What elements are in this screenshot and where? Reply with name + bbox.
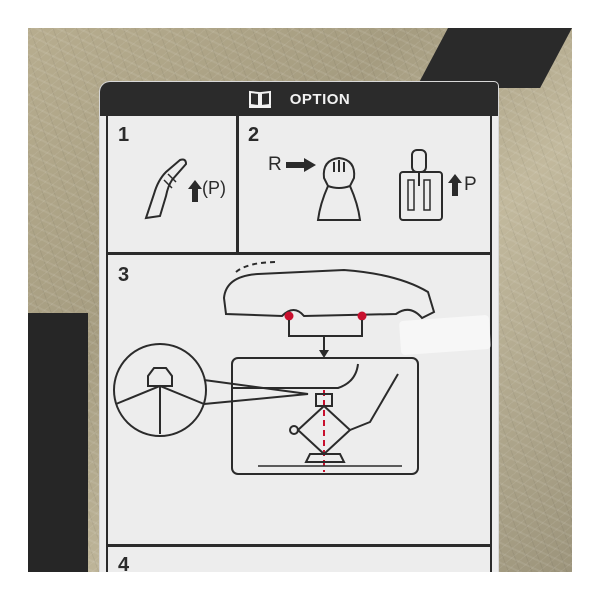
divider <box>108 544 490 547</box>
reverse-label: R <box>268 154 282 175</box>
label-grid: 1 (P) 2 R <box>106 116 492 572</box>
arrow-up-icon <box>448 174 462 196</box>
photo: OPTION 1 (P) 2 R <box>28 28 572 572</box>
divider <box>108 252 490 255</box>
park-label: P <box>464 174 477 195</box>
step-number: 4 <box>118 554 130 572</box>
step-number: 2 <box>248 124 260 146</box>
manual-shifter-icon <box>316 156 362 221</box>
open-book-icon <box>248 90 271 108</box>
step-number: 1 <box>118 124 130 146</box>
foam-pad <box>28 313 88 572</box>
label-header: OPTION <box>100 82 498 116</box>
brake-symbol: (P) <box>202 178 226 198</box>
arrow-up-icon <box>188 180 202 202</box>
step-number: 3 <box>118 264 130 286</box>
tape-glare <box>398 314 492 356</box>
parking-brake-icon <box>144 158 188 220</box>
automatic-shifter-icon <box>399 149 443 221</box>
instruction-label: OPTION 1 (P) 2 R <box>100 82 498 572</box>
car-jacking-diagram <box>113 261 436 475</box>
label-title: OPTION <box>289 90 351 108</box>
divider <box>236 116 239 254</box>
arrow-right-icon <box>286 158 316 172</box>
